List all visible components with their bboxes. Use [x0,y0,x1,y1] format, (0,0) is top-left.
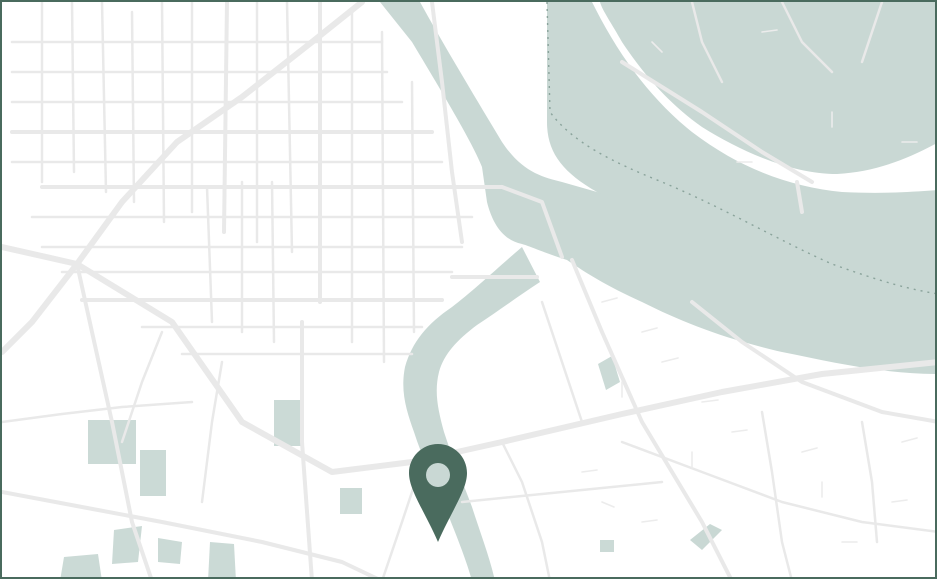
park-8 [60,554,102,577]
road-minor-segments [581,29,918,543]
pin-hole [426,463,450,487]
river-main [380,2,935,374]
river-bend [547,2,935,293]
pin-body [409,444,467,542]
park-7 [208,542,236,577]
map-pin-icon[interactable] [409,444,467,542]
park-3 [274,400,304,446]
river-upper [542,2,935,174]
park-9 [600,540,614,552]
river-tributary [403,247,540,577]
park-layer [60,356,620,577]
road-grid-northwest [10,2,504,364]
park-4 [340,488,362,514]
park-6 [158,538,182,564]
pond-1 [690,524,722,550]
water-layer [380,2,935,577]
park-5 [112,526,142,564]
lake-northeast [860,72,935,130]
park-2 [140,450,166,496]
bridge-2 [795,180,804,214]
